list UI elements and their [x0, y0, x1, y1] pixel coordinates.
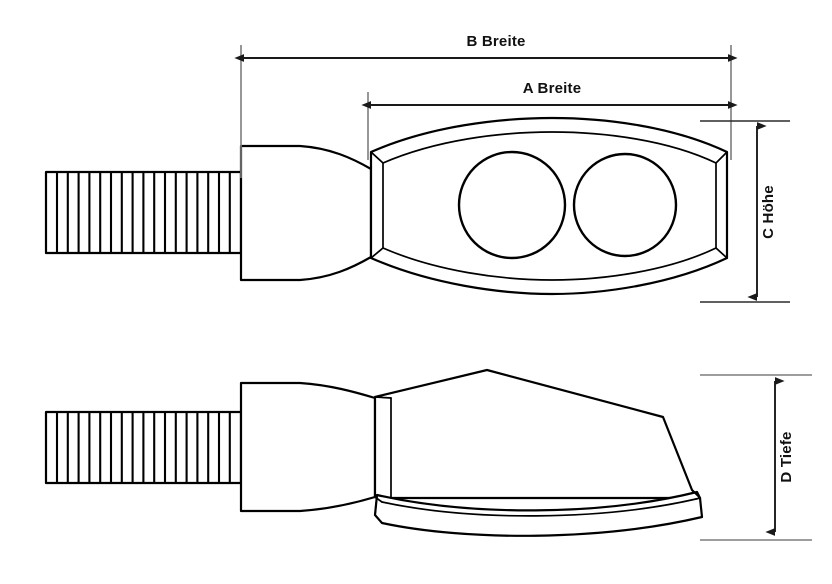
side-body-top-edge [374, 396, 392, 399]
top-lens-circle-left [457, 150, 567, 260]
dim-label-b-breite: B Breite [466, 33, 525, 50]
side-thread-hatching [55, 413, 231, 482]
dim-label-c-hoehe: C Höhe [760, 185, 777, 239]
dim-label-d-tiefe: D Tiefe [778, 431, 795, 482]
top-thread-hatching [55, 173, 231, 252]
side-body-rim [373, 490, 704, 537]
top-body-miter-lines [370, 151, 728, 259]
side-view-group [44, 368, 704, 537]
top-lens-circle-right [572, 152, 678, 258]
side-body-outline [373, 368, 702, 500]
top-view-group [44, 116, 729, 296]
side-body-rim-detail [374, 489, 701, 517]
dimension-annotations: B Breite A Breite C Höhe D Tiefe [234, 33, 812, 541]
top-neck-outline [239, 144, 373, 282]
side-neck-outline [239, 381, 377, 513]
dim-label-a-breite: A Breite [523, 80, 582, 97]
